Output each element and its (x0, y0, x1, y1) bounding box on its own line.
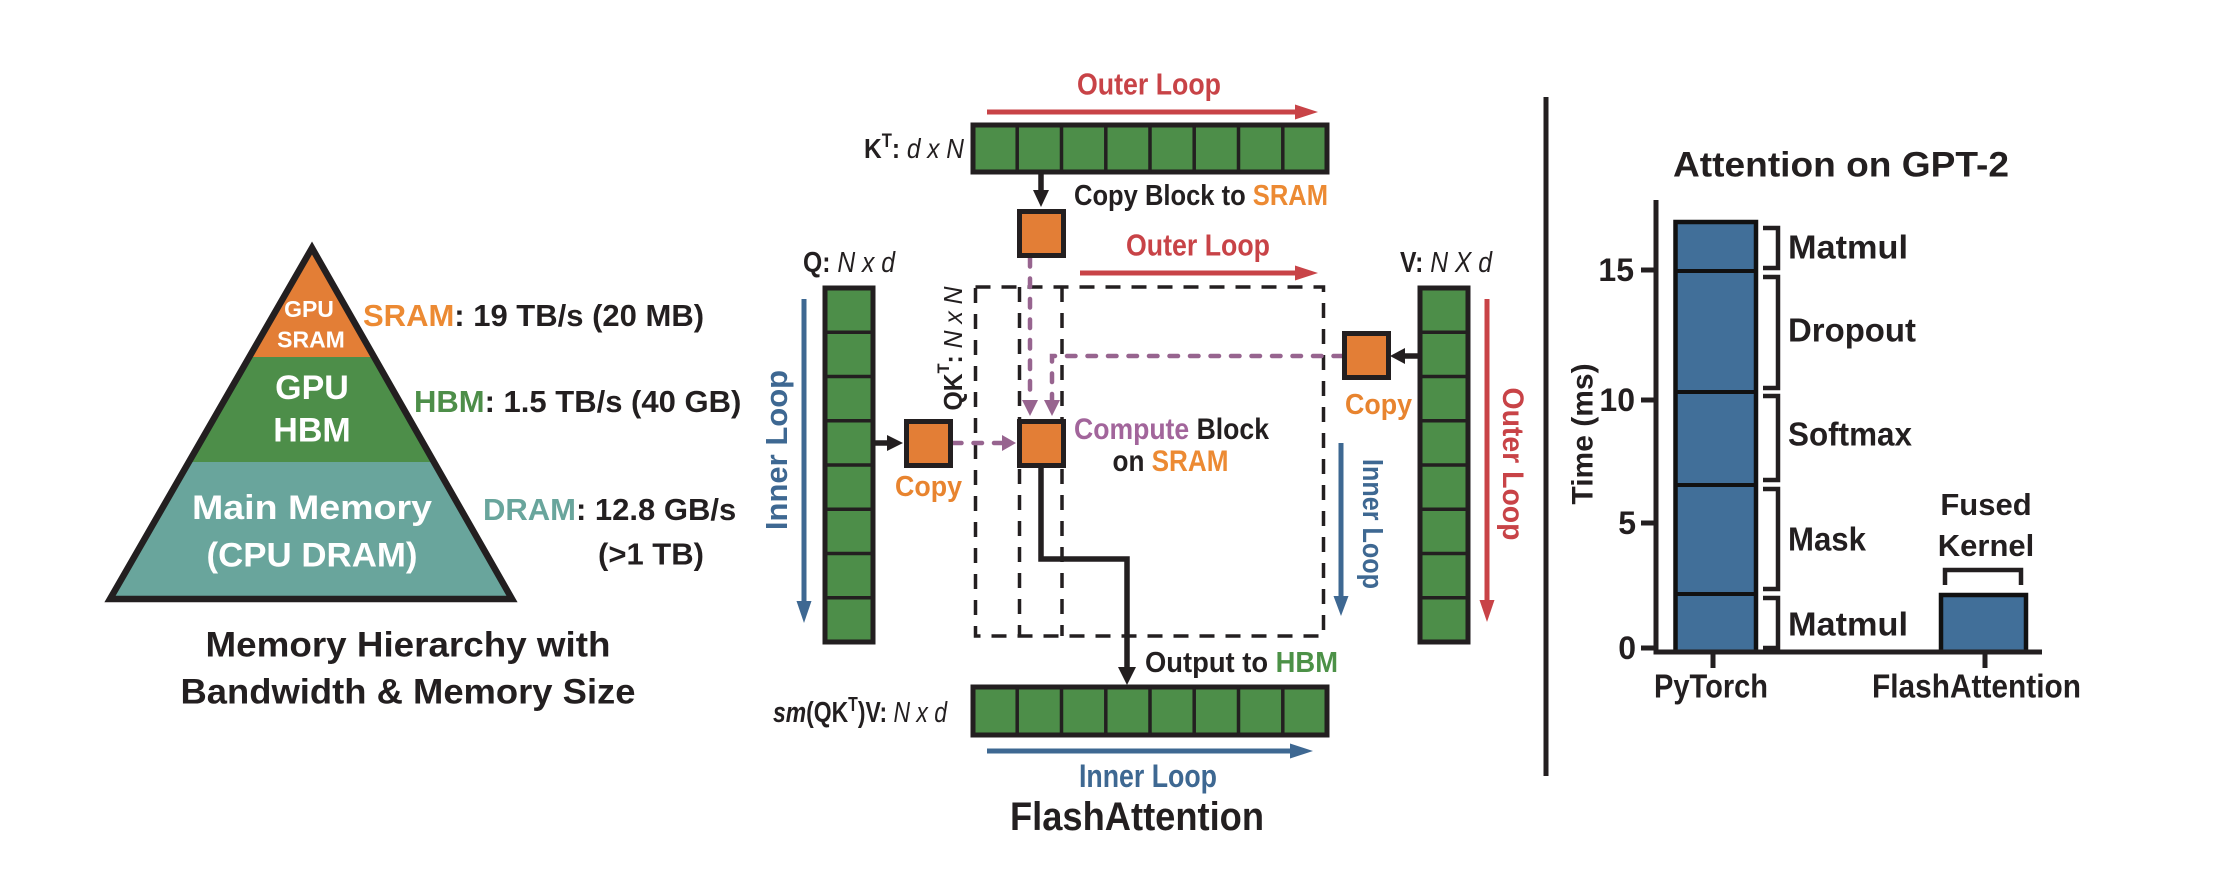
svg-text:(CPU DRAM): (CPU DRAM) (207, 537, 418, 575)
svg-text:Time (ms): Time (ms) (1567, 363, 1600, 504)
svg-text:Bandwidth & Memory Size: Bandwidth & Memory Size (181, 673, 636, 712)
svg-text:Copy Block to SRAM: Copy Block to SRAM (1074, 180, 1328, 212)
svg-text:Mask: Mask (1788, 521, 1867, 558)
svg-text:Outer Loop: Outer Loop (1126, 228, 1270, 263)
svg-text:Matmul: Matmul (1788, 606, 1908, 643)
svg-text:0: 0 (1618, 630, 1636, 666)
svg-text:Output to HBM: Output to HBM (1145, 647, 1338, 679)
svg-text:Copy: Copy (1345, 389, 1412, 421)
svg-text:on SRAM: on SRAM (1113, 445, 1229, 478)
svg-text:FlashAttention: FlashAttention (1872, 668, 2081, 705)
svg-text:Matmul: Matmul (1788, 229, 1908, 266)
svg-text:QKT: N x N: QKT: N x N (934, 286, 969, 410)
svg-text:Attention on GPT-2: Attention on GPT-2 (1673, 146, 2009, 185)
svg-text:SRAM: SRAM (277, 327, 345, 353)
svg-text:Main Memory: Main Memory (192, 489, 432, 527)
svg-text:GPU: GPU (284, 296, 334, 322)
svg-text:PyTorch: PyTorch (1654, 668, 1768, 705)
svg-text:10: 10 (1599, 382, 1635, 418)
svg-text:Q: N x d: Q: N x d (803, 247, 896, 279)
svg-text:V: N X d: V: N X d (1400, 247, 1493, 279)
svg-text:Compute Block: Compute Block (1074, 413, 1269, 446)
svg-text:Copy: Copy (895, 471, 962, 503)
svg-text:(>1 TB): (>1 TB) (598, 537, 704, 572)
svg-text:GPU: GPU (275, 369, 349, 407)
svg-text:Outer Loop: Outer Loop (1077, 67, 1221, 102)
svg-text:Softmax: Softmax (1788, 416, 1913, 453)
svg-text:Memory Hierarchy with: Memory Hierarchy with (206, 626, 611, 665)
svg-text:Dropout: Dropout (1788, 312, 1916, 349)
svg-text:Kernel: Kernel (1938, 528, 2034, 563)
svg-text:Inner Loop: Inner Loop (1079, 758, 1217, 794)
svg-text:KT: d x N: KT: d x N (864, 131, 965, 164)
svg-text:Inner Loop: Inner Loop (1356, 459, 1388, 589)
svg-text:HBM: 1.5 TB/s (40 GB): HBM: 1.5 TB/s (40 GB) (414, 384, 741, 419)
svg-text:5: 5 (1618, 505, 1636, 541)
svg-text:Fused: Fused (1940, 487, 2031, 522)
svg-text:FlashAttention: FlashAttention (1010, 795, 1264, 839)
svg-text:sm(QKT)V: N x d: sm(QKT)V: N x d (773, 694, 948, 729)
svg-text:Inner Loop: Inner Loop (759, 370, 794, 530)
svg-text:Outer Loop: Outer Loop (1496, 388, 1529, 541)
svg-text:15: 15 (1598, 252, 1634, 288)
svg-text:SRAM: 19 TB/s (20 MB): SRAM: 19 TB/s (20 MB) (363, 298, 704, 333)
svg-text:DRAM: 12.8 GB/s: DRAM: 12.8 GB/s (483, 492, 736, 527)
svg-text:HBM: HBM (273, 412, 350, 450)
